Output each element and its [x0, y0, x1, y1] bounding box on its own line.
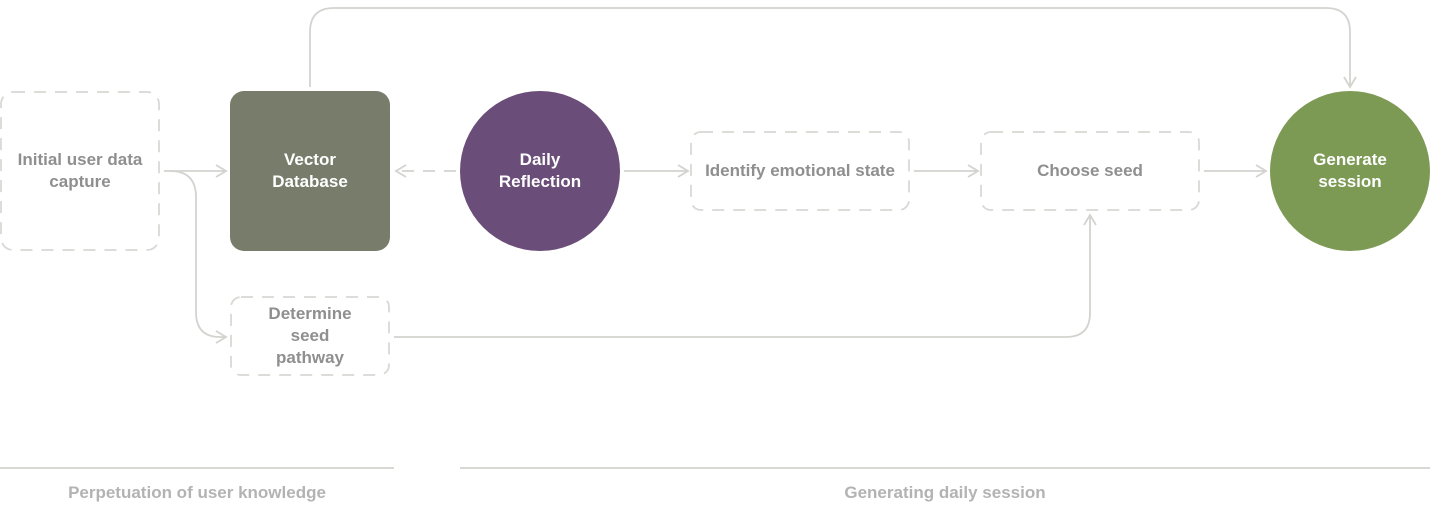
- node-daily-reflection[interactable]: Daily Reflection: [480, 91, 600, 251]
- vector-database-shape: [230, 91, 390, 251]
- node-choose-seed-label: Choose seed: [1037, 161, 1143, 180]
- edge-vector-to-generate: [309, 7, 1357, 89]
- identify-emotional-state-box: [690, 131, 910, 211]
- daily-reflection-shape: [460, 91, 620, 251]
- choose-seed-box: [980, 131, 1200, 211]
- node-vector-database[interactable]: Vector Database: [250, 91, 370, 251]
- node-daily-reflection-label: Daily Reflection: [498, 150, 582, 191]
- section-label-left: Perpetuation of user knowledge: [68, 483, 326, 502]
- initial-capture-box: [0, 91, 160, 251]
- node-initial-capture-label: Initial user data capture: [17, 150, 143, 191]
- node-identify-emotional-state-label: Identify emotional state: [705, 161, 895, 180]
- node-identify-emotional-state[interactable]: Identify emotional state: [700, 132, 900, 210]
- generate-session-shape: [1270, 91, 1430, 251]
- edge-initial-to-pathway: [169, 170, 228, 344]
- node-determine-seed-pathway[interactable]: Determine seed pathway: [255, 297, 365, 375]
- node-choose-seed[interactable]: Choose seed: [990, 132, 1190, 210]
- determine-seed-pathway-box: [230, 296, 390, 376]
- node-generate-session-label: Generate session: [1313, 150, 1387, 191]
- node-vector-database-label: Vector Database: [272, 150, 348, 191]
- node-initial-capture[interactable]: Initial user data capture: [10, 92, 150, 250]
- edge-pathway-to-choose: [394, 213, 1097, 338]
- node-determine-seed-pathway-label: Determine seed pathway: [268, 304, 352, 367]
- node-generate-session[interactable]: Generate session: [1295, 91, 1405, 251]
- section-label-right: Generating daily session: [844, 483, 1046, 502]
